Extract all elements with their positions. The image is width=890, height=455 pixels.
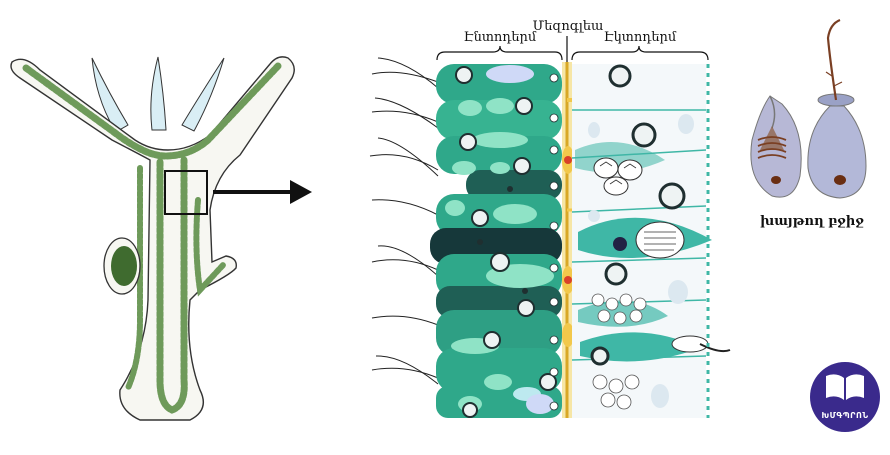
layer-brackets: [436, 36, 709, 62]
logo-text: ԽՄԳՊՐՈՆ: [821, 411, 868, 420]
publisher-logo: ԽՄԳՊՐՈՆ: [810, 362, 880, 432]
book-icon: [826, 374, 864, 400]
zoom-arrow: [213, 180, 312, 204]
label-stinging-cell: խայթող բջիջ: [760, 214, 864, 229]
zoom-region-box: [164, 170, 208, 215]
hydra-tentacle: [181, 57, 225, 132]
hydra-endoderm-layer: [125, 165, 227, 391]
hydra-tentacle: [91, 57, 129, 133]
label-endoderm: Էնտոդերմ: [464, 30, 537, 45]
hydra-body-illustration: [10, 56, 295, 421]
endoderm-cells: [430, 64, 562, 418]
stinging-cell-discharged: [807, 105, 867, 199]
stinging-cell-illustration: խայթող բջիջ: [750, 18, 867, 229]
flagella-group: [369, 57, 439, 385]
hydra-bud-core: [111, 246, 137, 286]
hydra-tentacle: [150, 56, 167, 131]
label-ectoderm: Էկտոդերմ: [604, 30, 677, 45]
hydra-body-outer: [10, 56, 295, 421]
label-mesoglea: Մեզոգլեա: [533, 19, 604, 34]
cell-layer-detail: Էնտոդերմ Մեզոգլեա Էկտոդերմ: [369, 19, 731, 418]
ectoderm-cells: [571, 64, 731, 418]
hydra-endoderm-layer: [22, 62, 282, 414]
